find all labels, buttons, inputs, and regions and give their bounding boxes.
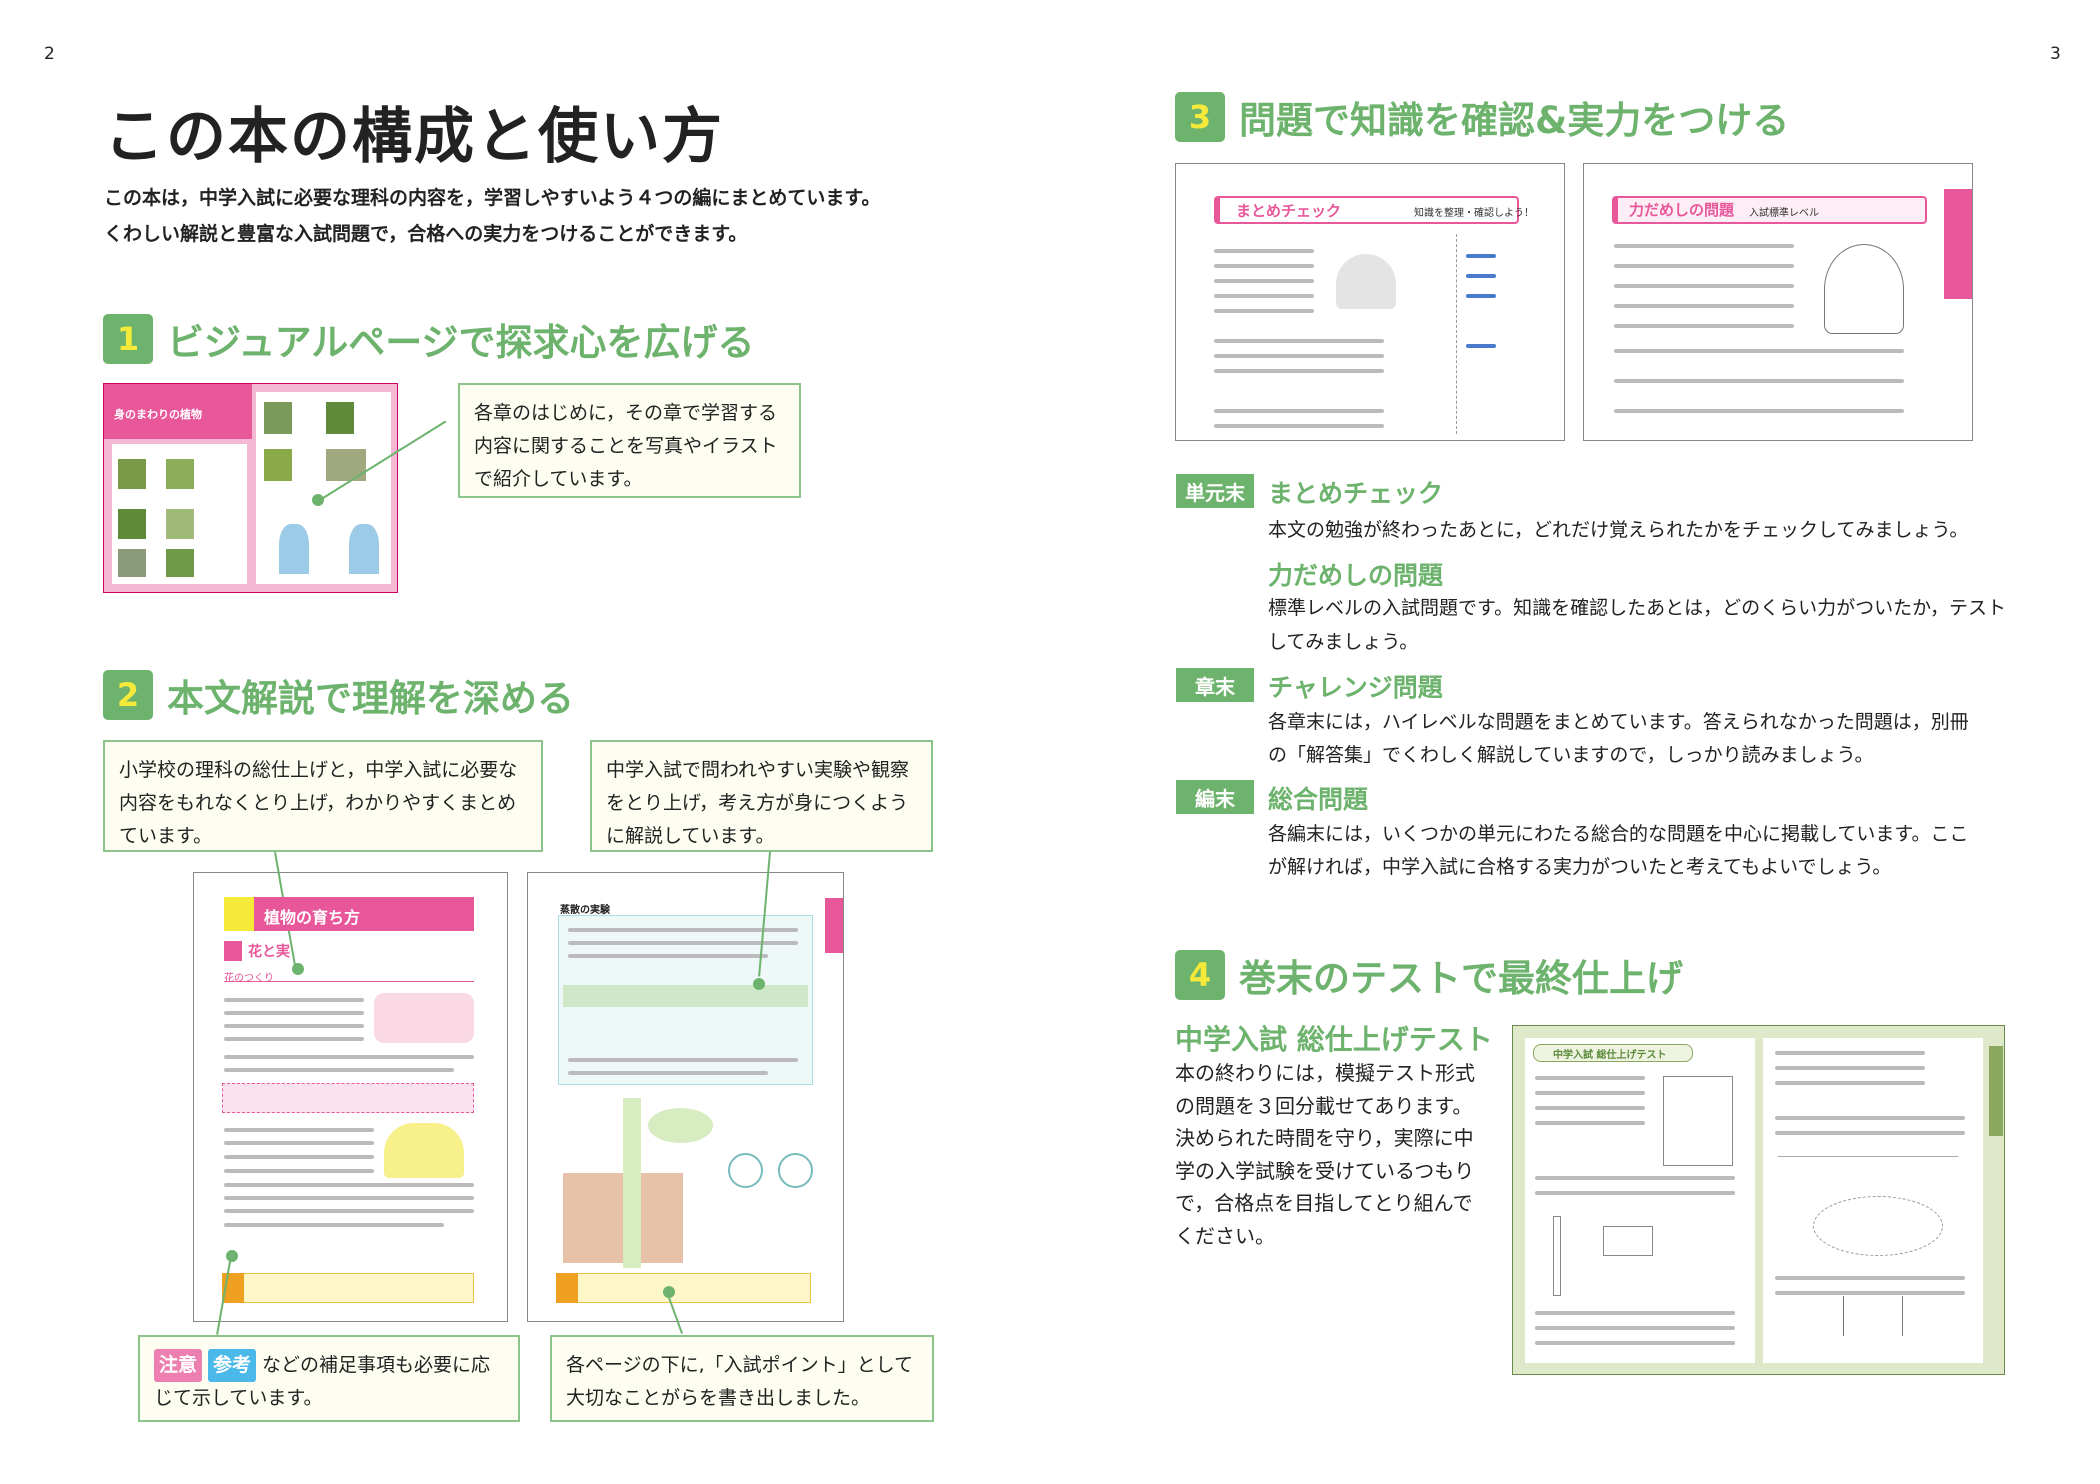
section-heading: ビジュアルページで探求心を広げる bbox=[167, 321, 755, 364]
thumb-title: 力だめしの問題 bbox=[1629, 201, 1735, 219]
connector-dot bbox=[292, 963, 304, 975]
final-test-thumbnail: 中学入試 総仕上げテスト bbox=[1512, 1025, 2005, 1375]
thumb-title: まとめチェック bbox=[1236, 202, 1342, 220]
item-heading: まとめチェック bbox=[1268, 479, 1444, 508]
connector-dot bbox=[753, 978, 765, 990]
body-page-thumbnail-right: 蒸散の実験 bbox=[527, 872, 844, 1322]
text-line: 本の終わりには，模擬テスト形式 bbox=[1175, 1061, 1475, 1085]
text-line: 決められた時間を守り，実際に中 bbox=[1175, 1126, 1474, 1150]
thumb-sub: 花のつくり bbox=[224, 973, 274, 984]
final-test-heading: 中学入試 総仕上げテスト bbox=[1175, 1023, 1493, 1056]
visual-page-thumbnail: 身のまわりの植物 bbox=[103, 383, 398, 593]
practice-problem-thumbnail: 力だめしの問題 入試標準レベル bbox=[1583, 163, 1973, 441]
thumb-note: 入試標準レベル bbox=[1749, 208, 1819, 219]
text-line: で，合格点を目指してとり組んで bbox=[1175, 1191, 1473, 1215]
intro-line-2: くわしい解説と豊富な入試問題で，合格への実力をつけることができます。 bbox=[104, 223, 748, 245]
item-text: 標準レベルの入試問題です。知識を確認したあとは，どのくらい力がついたか，テスト bbox=[1268, 597, 2006, 619]
section-4-header: 4 巻末のテストで最終仕上げ bbox=[1175, 948, 1683, 1002]
thumb-section: 花と実 bbox=[248, 944, 290, 960]
page-number-left: 2 bbox=[44, 44, 55, 64]
body-page-thumbnail-left: 植物の育ち方 花と実 花のつくり bbox=[193, 872, 508, 1322]
item-text: が解ければ，中学入試に合格する実力がついたと考えてもよいでしょう。 bbox=[1268, 856, 1892, 878]
section-2-callout-left: 小学校の理科の総仕上げと，中学入試に必要な内容をもれなくとり上げ，わかりやすくま… bbox=[103, 740, 543, 852]
section-number: 4 bbox=[1175, 950, 1225, 1000]
thumb-heading: 蒸散の実験 bbox=[560, 905, 610, 916]
intro-line-1: この本は，中学入試に必要な理科の内容を，学習しやすいよう４つの編にまとめています… bbox=[104, 187, 881, 209]
badge-unit-end: 単元末 bbox=[1176, 474, 1254, 508]
connector-dot bbox=[663, 1286, 675, 1298]
page-number-right: 3 bbox=[2050, 44, 2061, 64]
note-callout-text: などの補足事項も必要に応じて示しています。 bbox=[154, 1354, 491, 1409]
item-text: の「解答集」でくわしく解説していますので，しっかり読みましょう。 bbox=[1268, 744, 1874, 766]
item-text: 本文の勉強が終わったあとに，どれだけ覚えられたかをチェックしてみましょう。 bbox=[1268, 519, 1969, 541]
section-2-callout-right: 中学入試で問われやすい実験や観察をとり上げ，考え方が身につくように解説しています… bbox=[590, 740, 933, 852]
reference-tag: 参考 bbox=[208, 1349, 257, 1382]
section-1-callout: 各章のはじめに，その章で学習する内容に関することを写真やイラストで紹介しています… bbox=[458, 383, 801, 498]
caution-tag: 注意 bbox=[154, 1349, 203, 1382]
section-2-header: 2 本文解説で理解を深める bbox=[103, 668, 574, 722]
section-3-header: 3 問題で知識を確認&実力をつける bbox=[1175, 90, 1789, 144]
summary-check-thumbnail: まとめチェック 知識を整理・確認しよう！ bbox=[1175, 163, 1565, 441]
thumb-title: 中学入試 総仕上げテスト bbox=[1553, 1050, 1667, 1061]
section-heading: 問題で知識を確認&実力をつける bbox=[1239, 99, 1790, 142]
badge-chapter-end: 章末 bbox=[1176, 668, 1254, 702]
item-text: 各編末には，いくつかの単元にわたる総合的な問題を中心に掲載しています。ここ bbox=[1268, 823, 1969, 845]
thumb-chapter: 植物の育ち方 bbox=[254, 897, 474, 931]
section-number: 2 bbox=[103, 670, 153, 720]
item-text: 各章末には，ハイレベルな問題をまとめています。答えられなかった問題は，別冊 bbox=[1268, 711, 1969, 733]
item-heading: 力だめしの問題 bbox=[1268, 561, 1444, 590]
item-heading: チャレンジ問題 bbox=[1268, 673, 1443, 702]
section-heading: 本文解説で理解を深める bbox=[167, 677, 574, 720]
final-test-text: 本の終わりには，模擬テスト形式 の問題を３回分載せてあります。 決められた時間を… bbox=[1175, 1057, 1475, 1252]
item-heading: 総合問題 bbox=[1268, 785, 1369, 814]
thumb-title: 身のまわりの植物 bbox=[104, 384, 252, 439]
section-number: 3 bbox=[1175, 92, 1225, 142]
connector-dot bbox=[226, 1250, 238, 1262]
connector-dot bbox=[312, 494, 324, 506]
text-line: の問題を３回分載せてあります。 bbox=[1175, 1093, 1473, 1118]
section-heading: 巻末のテストで最終仕上げ bbox=[1239, 957, 1683, 1000]
section-number: 1 bbox=[103, 314, 153, 364]
text-line: 学の入学試験を受けているつもり bbox=[1175, 1158, 1475, 1183]
section-2-note-callout: 注意参考などの補足事項も必要に応じて示しています。 bbox=[138, 1335, 520, 1422]
thumb-note: 知識を整理・確認しよう！ bbox=[1414, 208, 1534, 219]
item-text: してみましょう。 bbox=[1268, 631, 1419, 653]
text-line: ください。 bbox=[1175, 1223, 1275, 1248]
badge-part-end: 編末 bbox=[1176, 780, 1254, 814]
page-title: この本の構成と使い方 bbox=[104, 102, 724, 172]
section-2-point-callout: 各ページの下に,「入試ポイント」として大切なことがらを書き出しました。 bbox=[550, 1335, 934, 1422]
section-1-header: 1 ビジュアルページで探求心を広げる bbox=[103, 312, 755, 366]
